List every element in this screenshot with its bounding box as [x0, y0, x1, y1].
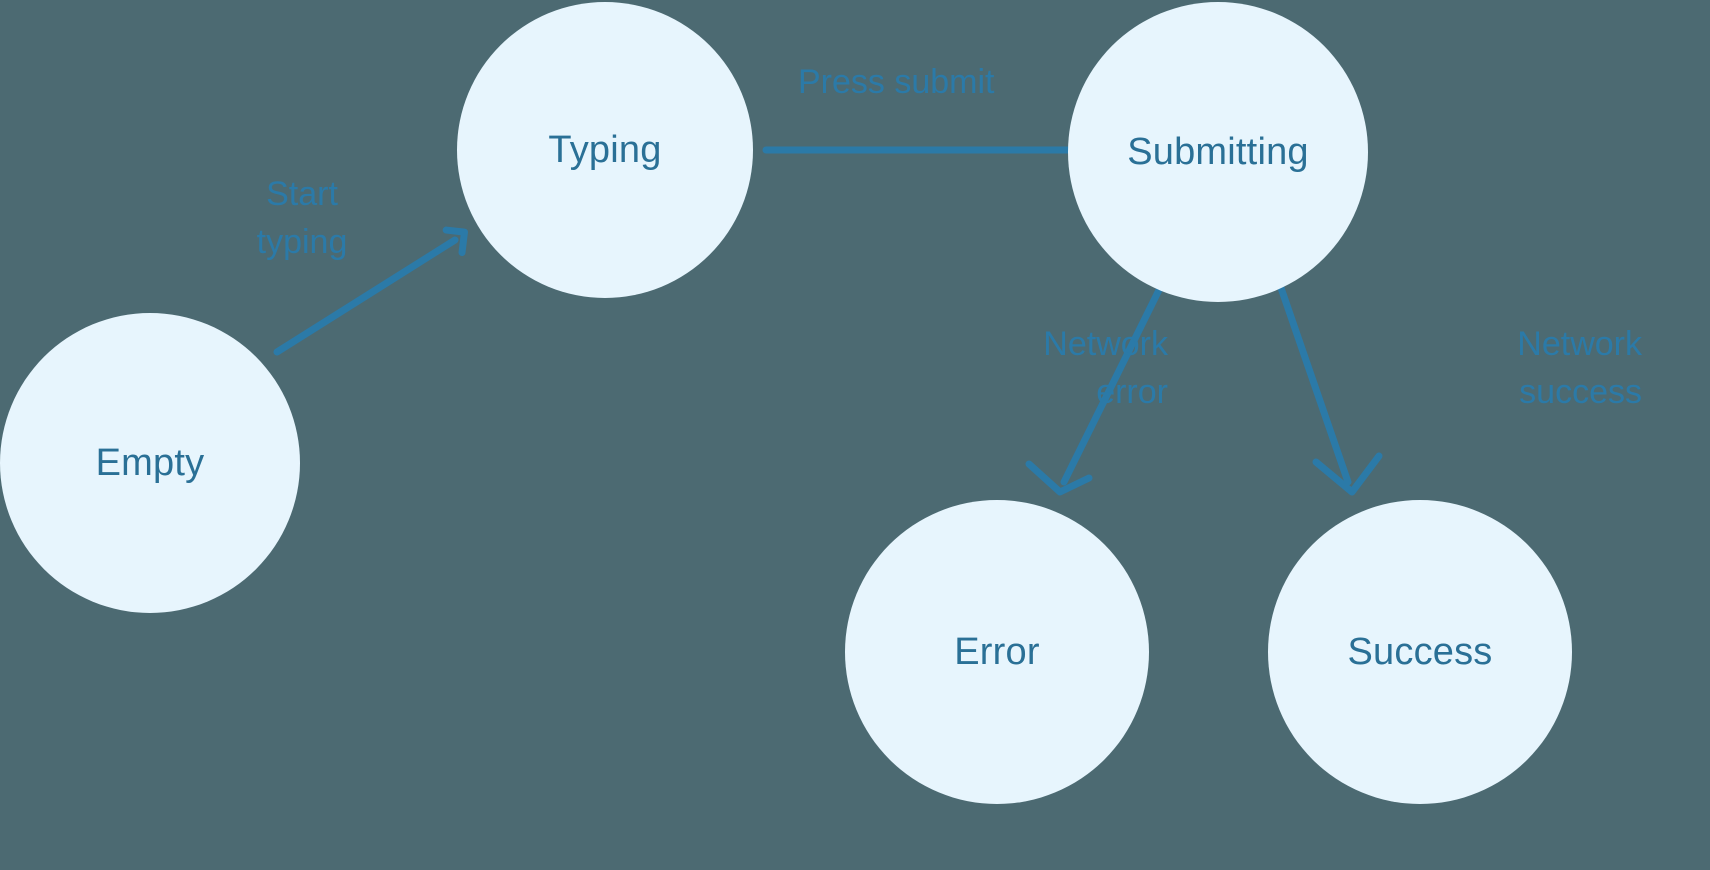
edge-submitting-to-error-arrowhead	[1025, 460, 1093, 496]
state-label-success: Success	[1347, 631, 1493, 673]
edge-submitting-to-error-line	[1060, 284, 1164, 486]
edge-empty-to-typing	[273, 226, 468, 356]
edge-submitting-to-success	[1276, 281, 1383, 496]
edge-label-network-success: Network success	[1517, 325, 1642, 412]
edge-empty-to-typing-arrowhead	[442, 226, 468, 257]
state-node-error[interactable]: Error	[845, 500, 1149, 804]
edge-empty-to-typing-line	[273, 236, 459, 356]
state-node-typing[interactable]: Typing	[457, 2, 753, 298]
edge-label-press-submit: Press submit	[798, 63, 995, 101]
state-label-empty: Empty	[95, 442, 205, 484]
state-node-empty[interactable]: Empty	[0, 313, 300, 613]
state-label-error: Error	[954, 631, 1040, 673]
state-node-success[interactable]: Success	[1268, 500, 1572, 804]
edge-submitting-to-error	[1025, 284, 1164, 496]
state-label-typing: Typing	[548, 129, 662, 171]
edge-label-start-typing: Start typing	[256, 175, 348, 262]
state-node-submitting[interactable]: Submitting	[1068, 2, 1368, 302]
edge-submitting-to-success-arrowhead	[1312, 452, 1383, 496]
edge-label-network-error: Network error	[1043, 325, 1168, 412]
edge-submitting-to-success-line	[1276, 281, 1352, 486]
state-label-submitting: Submitting	[1127, 131, 1309, 173]
